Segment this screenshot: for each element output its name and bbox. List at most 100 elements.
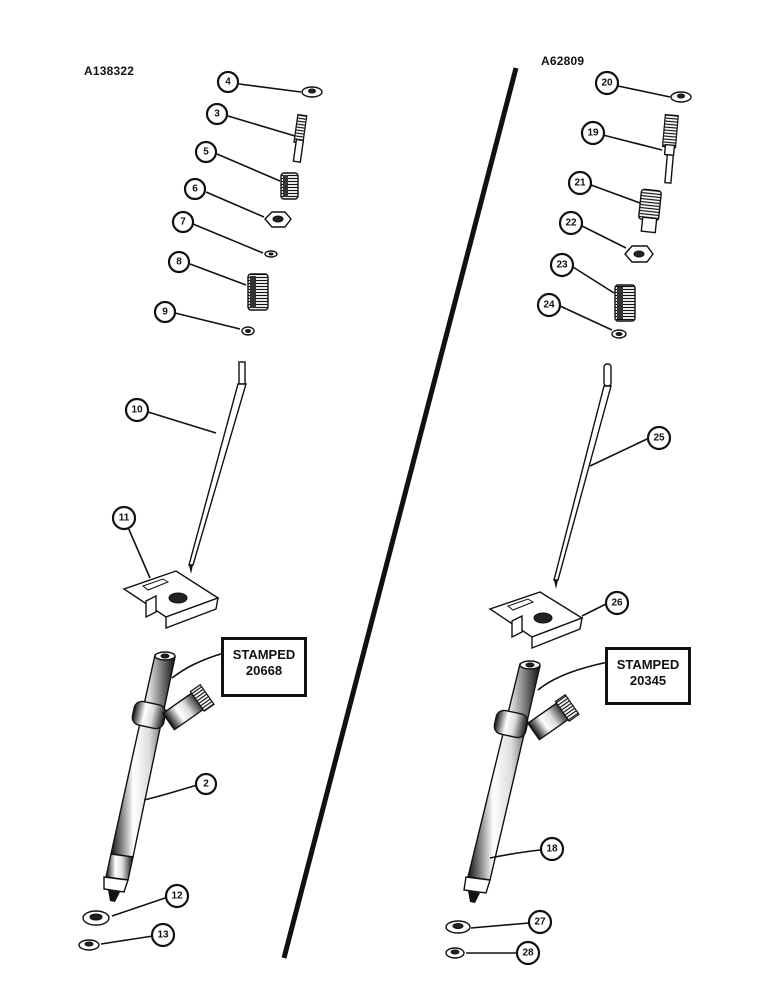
- clamp-part: [488, 591, 584, 650]
- callout-11-label: 11: [119, 513, 130, 524]
- callout-9: 9: [153, 300, 177, 324]
- callout-18: 18: [539, 836, 565, 862]
- leader-20: [617, 85, 671, 98]
- adjusting-screw-part: [661, 113, 679, 184]
- callout-20-label: 20: [601, 78, 613, 89]
- callout-12-label: 12: [171, 891, 183, 902]
- spindle-part: [553, 363, 612, 589]
- leader-21: [590, 184, 641, 204]
- callout-27: 27: [527, 909, 553, 935]
- callout-25-label: 25: [653, 433, 665, 444]
- nut-part: [670, 91, 692, 103]
- leader-27: [470, 922, 530, 929]
- callout-4-label: 4: [225, 77, 231, 88]
- callout-28: 28: [515, 940, 541, 966]
- sleeve-part: [280, 172, 299, 200]
- callout-19-label: 19: [587, 128, 599, 139]
- nozzle-holder-part: [463, 660, 580, 903]
- stamp-right-line2: 20345: [629, 673, 667, 688]
- leader-stamp-left: [171, 652, 225, 679]
- callout-2-label: 2: [203, 779, 209, 790]
- nut-part: [301, 86, 323, 98]
- callout-27-label: 27: [534, 917, 546, 928]
- leader-stamp-right: [537, 661, 609, 691]
- ring-part: [445, 947, 465, 959]
- callout-23: 23: [549, 252, 575, 278]
- leader-24: [559, 305, 613, 331]
- leader-8: [189, 263, 247, 286]
- leader-3: [227, 115, 296, 137]
- leader-23: [572, 266, 615, 294]
- callout-20: 20: [594, 70, 620, 96]
- leader-5: [216, 153, 281, 182]
- leader-11: [126, 524, 151, 579]
- callout-19: 19: [580, 120, 606, 146]
- seal-washer-part: [82, 910, 110, 926]
- diagram-code-right: A62809: [541, 54, 585, 68]
- callout-22: 22: [558, 210, 584, 236]
- callout-12: 12: [164, 883, 190, 909]
- spring-seat-part: [241, 326, 255, 336]
- leader-6: [205, 191, 265, 218]
- clamp-part: [122, 570, 220, 630]
- stamp-right-line1: STAMPED: [616, 657, 680, 672]
- right-assembly: [445, 85, 692, 959]
- leader-2: [143, 784, 198, 801]
- callout-18-label: 18: [546, 844, 558, 855]
- leader-13: [100, 935, 154, 945]
- spindle-part: [188, 361, 247, 574]
- leader-9: [174, 312, 241, 330]
- callout-3-label: 3: [214, 109, 220, 120]
- leader-26: [581, 603, 607, 617]
- leader-19: [602, 134, 663, 151]
- callout-6-label: 6: [192, 184, 198, 195]
- spring-seat-part: [611, 329, 627, 339]
- leader-7: [192, 223, 264, 254]
- callout-23-label: 23: [556, 260, 568, 271]
- callout-7-label: 7: [180, 217, 186, 228]
- callout-8: 8: [167, 250, 191, 274]
- callout-28-label: 28: [522, 948, 534, 959]
- callout-13: 13: [150, 922, 176, 948]
- callout-6: 6: [183, 177, 207, 201]
- leader-22: [581, 225, 627, 249]
- cap-part: [638, 188, 662, 234]
- stamp-left-line1: STAMPED: [232, 647, 296, 662]
- callout-25: 25: [646, 425, 672, 451]
- leader-10: [147, 411, 217, 434]
- seal-washer-part: [445, 920, 471, 934]
- callout-10-label: 10: [131, 405, 143, 416]
- callout-26-label: 26: [611, 598, 623, 609]
- callout-4: 4: [216, 70, 240, 94]
- leader-25: [589, 438, 648, 467]
- hex-nut-part: [624, 245, 654, 263]
- nozzle-holder-part: [103, 651, 215, 902]
- callout-3: 3: [205, 102, 229, 126]
- callout-9-label: 9: [162, 307, 168, 318]
- callout-7: 7: [171, 210, 195, 234]
- hex-nut-part: [264, 211, 292, 228]
- callout-24: 24: [536, 292, 562, 318]
- spring-part: [247, 273, 269, 311]
- divider-line: [281, 67, 519, 959]
- callout-10: 10: [124, 397, 150, 423]
- callout-5: 5: [194, 140, 218, 164]
- callout-13-label: 13: [157, 930, 169, 941]
- callout-22-label: 22: [565, 218, 577, 229]
- left-assembly: [78, 83, 323, 951]
- washer-part: [264, 250, 278, 258]
- callout-26: 26: [604, 590, 630, 616]
- callout-11: 11: [111, 505, 137, 531]
- callout-21: 21: [567, 170, 593, 196]
- leader-18: [489, 849, 542, 859]
- callout-2: 2: [194, 772, 218, 796]
- callout-8-label: 8: [176, 257, 182, 268]
- diagram-code-left: A138322: [84, 64, 135, 78]
- leader-4: [238, 83, 302, 93]
- spring-part: [614, 284, 636, 322]
- stud-part: [292, 113, 308, 163]
- callout-24-label: 24: [543, 300, 555, 311]
- stamp-label-left: STAMPED 20668: [221, 637, 307, 697]
- callout-5-label: 5: [203, 147, 209, 158]
